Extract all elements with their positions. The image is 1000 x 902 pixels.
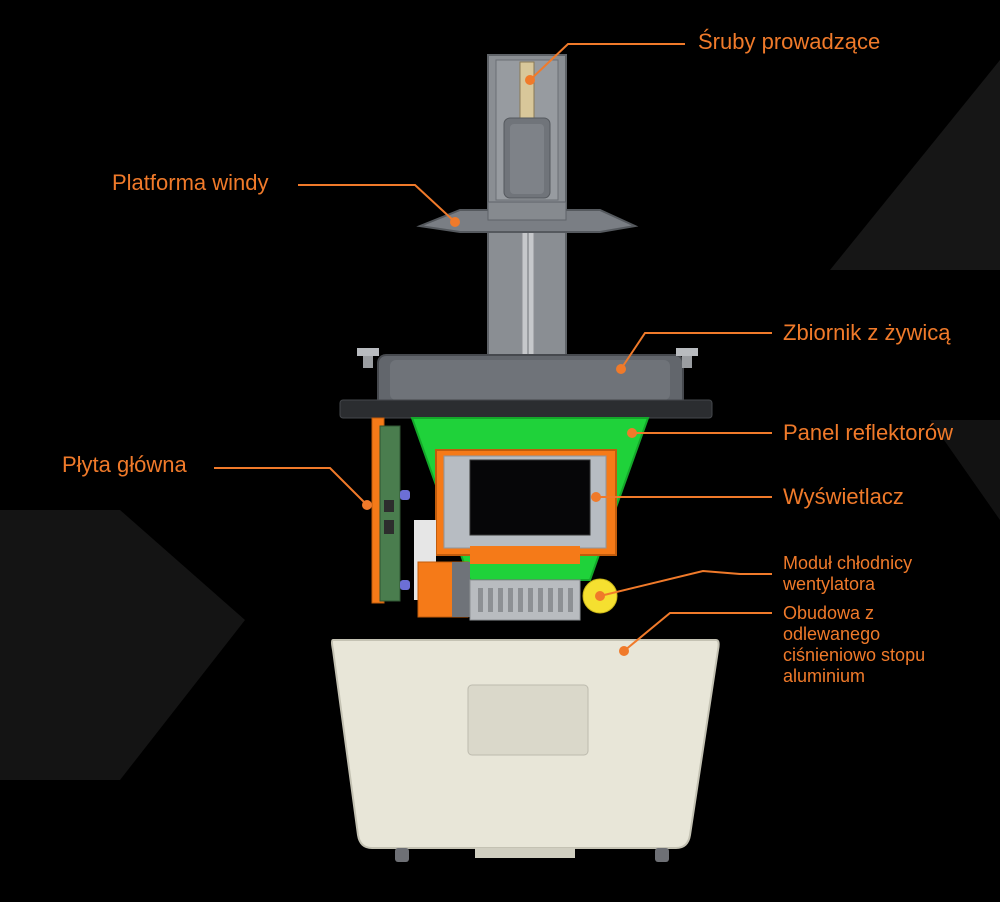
housing bbox=[331, 639, 720, 862]
bg-shape-left bbox=[0, 510, 245, 780]
label-display: Wyświetlacz bbox=[783, 484, 904, 509]
leader-dots bbox=[362, 75, 637, 656]
label-lead-screws: Śruby prowadzące bbox=[698, 29, 881, 54]
label-housing: Obudowa z odlewanego ciśnieniowo stopu a… bbox=[783, 603, 926, 686]
z-column bbox=[487, 54, 567, 366]
mainboard bbox=[371, 417, 436, 604]
elevator-platform bbox=[416, 201, 639, 233]
label-reflector-panel: Panel reflektorów bbox=[783, 420, 953, 445]
label-mainboard: Płyta główna bbox=[62, 452, 187, 477]
bg-shape-right bbox=[830, 60, 1000, 270]
label-resin-tank: Zbiornik z żywicą bbox=[783, 320, 951, 345]
label-fan-cooler-module: Moduł chłodnicy wentylatora bbox=[783, 553, 913, 594]
resin-tank bbox=[339, 348, 713, 419]
leader-lines bbox=[214, 43, 772, 652]
label-elevator-platform: Platforma windy bbox=[112, 170, 269, 195]
display-module bbox=[435, 449, 617, 564]
bg-shape-right-lower bbox=[930, 420, 1000, 520]
